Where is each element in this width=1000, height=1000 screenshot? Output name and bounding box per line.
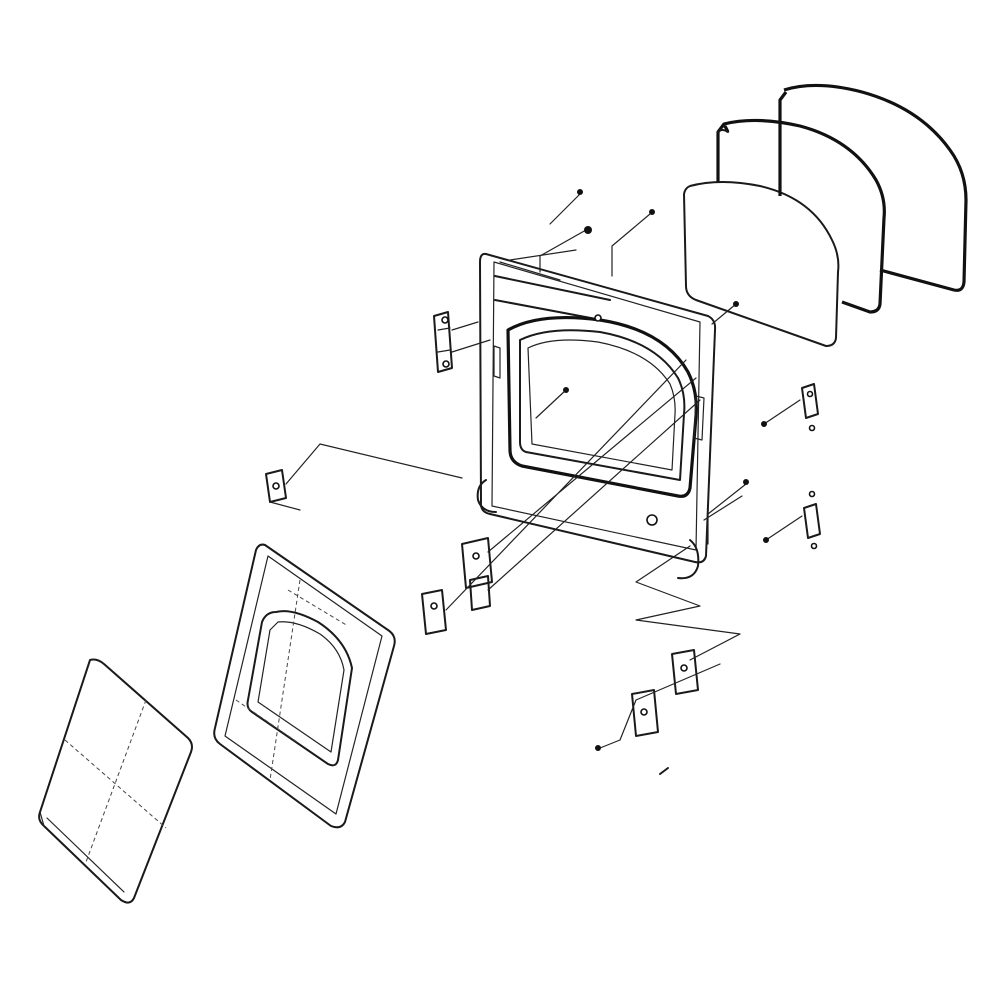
- hinge-right-upper: [763, 383, 819, 432]
- hinge-left-upper: [433, 311, 491, 373]
- door-gasket: [716, 118, 886, 314]
- inner-door-panel: [213, 543, 396, 829]
- door-seal: [778, 83, 968, 292]
- hinge-right-lower: [765, 490, 821, 550]
- hinge-left-lower: [265, 443, 463, 511]
- door-glass: [683, 181, 840, 347]
- leader-lines: [445, 189, 769, 775]
- outer-door-panel: [38, 658, 193, 904]
- latch-assembly: [421, 537, 699, 737]
- door-frame: [476, 252, 717, 580]
